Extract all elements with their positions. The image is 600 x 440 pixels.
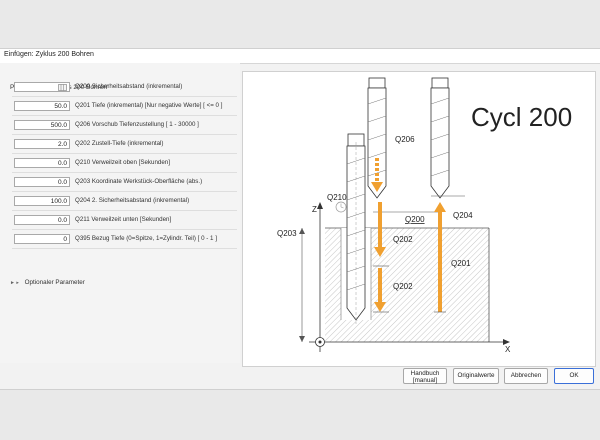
param-value-q202[interactable]: 2.0 <box>14 139 70 149</box>
cycle-help-graphic: Z X <box>242 71 596 367</box>
defaults-button[interactable]: Originalwerte <box>453 368 499 384</box>
diagram-title: Cycl 200 <box>471 102 572 132</box>
param-value-q201[interactable]: 50.0 <box>14 101 70 111</box>
x-axis-label: X <box>505 345 511 354</box>
label-q204: Q204 <box>453 211 473 220</box>
label-q206: Q206 <box>395 135 415 144</box>
param-value-q395[interactable]: 0 <box>14 234 70 244</box>
param-label-q201: Q201 Tiefe (inkremental) [Nur negative W… <box>75 102 223 109</box>
param-label-q395: Q395 Bezug Tiefe (0=Spitze, 1=Zylindr. T… <box>75 235 217 242</box>
label-q201: Q201 <box>451 259 471 268</box>
param-label-q206: Q206 Vorschub Tiefenzustellung [ 1 - 300… <box>75 121 199 128</box>
param-row-q200: Q200 Sicherheitsabstand (inkremental) <box>14 82 239 93</box>
param-row-q210: 0.0 Q210 Verweilzeit oben [Sekunden] <box>14 158 239 169</box>
row-divider <box>12 229 237 230</box>
z-axis-label: Z <box>312 205 317 214</box>
retract-arrow-q201 <box>434 202 446 313</box>
label-q210: Q210 <box>327 193 347 202</box>
label-q200: Q200 <box>405 215 425 224</box>
param-row-q201: 50.0 Q201 Tiefe (inkremental) [Nur negat… <box>14 101 239 112</box>
param-label-q210: Q210 Verweilzeit oben [Sekunden] <box>75 159 170 166</box>
param-row-q211: 0.0 Q211 Verweilzeit unten [Sekunden] <box>14 215 239 226</box>
param-label-q202: Q202 Zustell-Tiefe (inkremental) <box>75 140 164 147</box>
row-divider <box>12 191 237 192</box>
row-divider <box>12 115 237 116</box>
param-row-q204: 100.0 Q204 2. Sicherheitsabstand (inkrem… <box>14 196 239 207</box>
param-row-q206: 500.0 Q206 Vorschub Tiefenzustellung [ 1… <box>14 120 239 131</box>
feed-arrow-q206 <box>371 158 383 192</box>
param-value-q206[interactable]: 500.0 <box>14 120 70 130</box>
defaults-button-label: Originalwerte <box>457 372 495 379</box>
parameter-panel: Parameter für 'Zyklus 200 Bohren' Q200 S… <box>0 63 240 363</box>
label-q202-lower: Q202 <box>393 282 413 291</box>
param-row-q202: 2.0 Q202 Zustell-Tiefe (inkremental) <box>14 139 239 150</box>
row-divider <box>12 134 237 135</box>
drill-in-hole <box>346 133 366 324</box>
optional-parameters-label: Optionaler Parameter <box>24 279 85 286</box>
param-label-q203: Q203 Koordinate Werkstück-Oberfläche (ab… <box>75 178 203 185</box>
dialog-title: Einfügen: Zyklus 200 Bohren <box>4 51 94 58</box>
cancel-button[interactable]: Abbrechen <box>504 368 548 384</box>
manual-button-sublabel: [manual] <box>412 377 438 384</box>
param-value-q204[interactable]: 100.0 <box>14 196 70 206</box>
label-q203: Q203 <box>277 229 297 238</box>
param-value-q211[interactable]: 0.0 <box>14 215 70 225</box>
infeed-arrows-q202 <box>373 202 389 313</box>
param-value-q200[interactable] <box>14 82 70 92</box>
param-label-q211: Q211 Verweilzeit unten [Sekunden] <box>75 216 172 223</box>
insert-cycle-dialog: Einfügen: Zyklus 200 Bohren Parameter fü… <box>0 48 600 390</box>
cancel-button-label: Abbrechen <box>510 372 542 379</box>
label-q202-upper: Q202 <box>393 235 413 244</box>
calculator-icon[interactable] <box>58 84 67 91</box>
manual-button-label: Handbuch <box>410 370 440 377</box>
row-divider <box>12 153 237 154</box>
drill-retract <box>430 77 450 199</box>
row-divider <box>12 248 237 249</box>
param-row-q203: 0.0 Q203 Koordinate Werkstück-Oberfläche… <box>14 177 239 188</box>
expand-arrow-icon: ► ▸ <box>10 280 19 286</box>
param-value-q210[interactable]: 0.0 <box>14 158 70 168</box>
param-label-q200: Q200 Sicherheitsabstand (inkremental) <box>75 83 183 90</box>
clock-icon <box>335 201 347 213</box>
optional-parameters-toggle[interactable]: ► ▸ Optionaler Parameter <box>10 279 85 286</box>
drill-above <box>367 77 387 199</box>
row-divider <box>12 96 237 97</box>
ok-button[interactable]: OK <box>554 368 594 384</box>
dialog-titlebar: Einfügen: Zyklus 200 Bohren <box>0 49 600 64</box>
row-divider <box>12 210 237 211</box>
param-row-q395: 0 Q395 Bezug Tiefe (0=Spitze, 1=Zylindr.… <box>14 234 239 245</box>
ok-button-label: OK <box>569 372 579 379</box>
param-value-q203[interactable]: 0.0 <box>14 177 70 187</box>
row-divider <box>12 172 237 173</box>
origin-icon <box>315 337 325 347</box>
cycle-200-diagram: Z X <box>277 77 572 354</box>
param-label-q204: Q204 2. Sicherheitsabstand (inkremental) <box>75 197 190 204</box>
manual-button[interactable]: Handbuch [manual] <box>403 368 447 384</box>
